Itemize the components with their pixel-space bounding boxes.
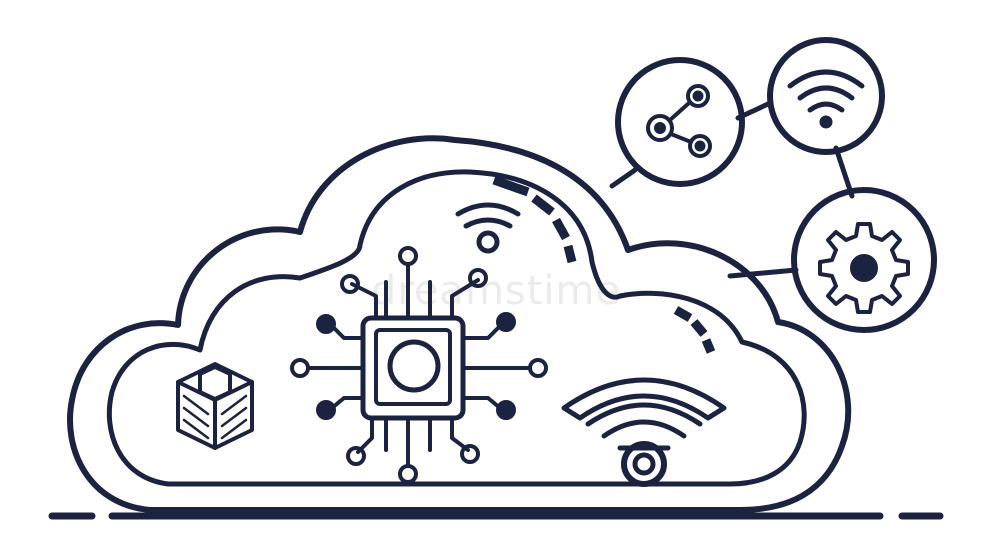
microchip-icon [290,246,548,484]
cube-icon [176,362,254,450]
wifi-node [767,37,885,155]
cube-hatching [182,394,248,440]
cloud-outer-outline-icon [67,135,852,513]
wifi-large-icon [561,377,727,487]
cloud-accent-segments [492,175,716,354]
wifi-small-icon [455,202,521,254]
share-node [615,57,745,187]
cloud-inner-outline-icon [106,169,807,487]
share-icon [646,84,712,158]
chip-traces [290,246,548,484]
gear-icon [818,222,910,314]
wifi-icon [787,69,865,129]
gear-node [791,187,937,333]
